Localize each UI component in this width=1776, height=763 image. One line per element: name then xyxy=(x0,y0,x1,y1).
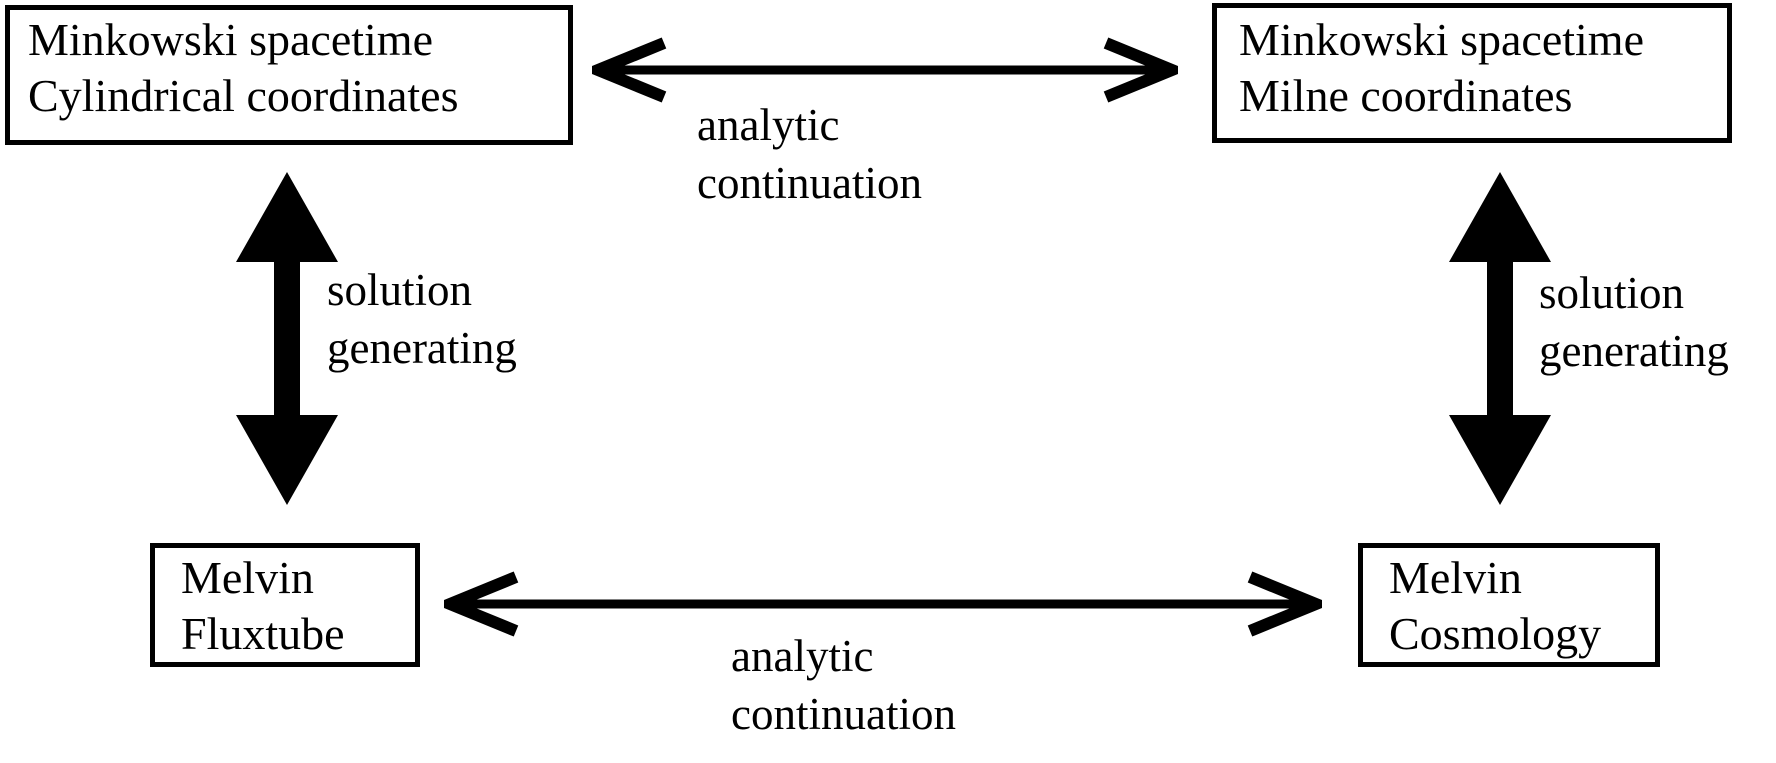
node-minkowski-milne: Minkowski spacetime Milne coordinates xyxy=(1212,3,1732,143)
node-melvin-cosmology: Melvin Cosmology xyxy=(1358,543,1660,667)
double-arrow-icon-analytic-continuation-top xyxy=(592,37,1178,103)
edge-label-line: continuation xyxy=(697,158,922,208)
double-arrow-icon-solution-generating-right xyxy=(1449,172,1551,505)
double-arrow-icon-analytic-continuation-bottom xyxy=(444,571,1322,637)
node-line: Minkowski spacetime xyxy=(1239,14,1644,65)
node-minkowski-cylindrical: Minkowski spacetime Cylindrical coordina… xyxy=(5,5,573,145)
double-arrow-icon-solution-generating-left xyxy=(236,172,338,505)
node-line: Fluxtube xyxy=(181,608,345,659)
edge-label-analytic-continuation-top: analytic continuation xyxy=(697,96,922,212)
edge-label-solution-generating-left: solution generating xyxy=(327,261,517,377)
node-line: Cylindrical coordinates xyxy=(28,70,459,121)
node-line: Melvin xyxy=(1389,552,1522,603)
edge-label-analytic-continuation-bottom: analytic continuation xyxy=(731,627,956,743)
edge-label-solution-generating-right: solution generating xyxy=(1539,264,1729,380)
edge-label-line: solution xyxy=(1539,268,1685,318)
edge-label-line: generating xyxy=(327,323,517,373)
edge-label-line: solution xyxy=(327,265,473,315)
edge-label-line: generating xyxy=(1539,326,1729,376)
node-line: Cosmology xyxy=(1389,608,1602,659)
node-line: Minkowski spacetime xyxy=(28,14,433,65)
node-melvin-fluxtube: Melvin Fluxtube xyxy=(150,543,420,667)
edge-label-line: analytic xyxy=(697,100,840,150)
edge-label-line: continuation xyxy=(731,689,956,739)
node-line: Melvin xyxy=(181,552,314,603)
node-line: Milne coordinates xyxy=(1239,70,1573,121)
edge-label-line: analytic xyxy=(731,631,874,681)
